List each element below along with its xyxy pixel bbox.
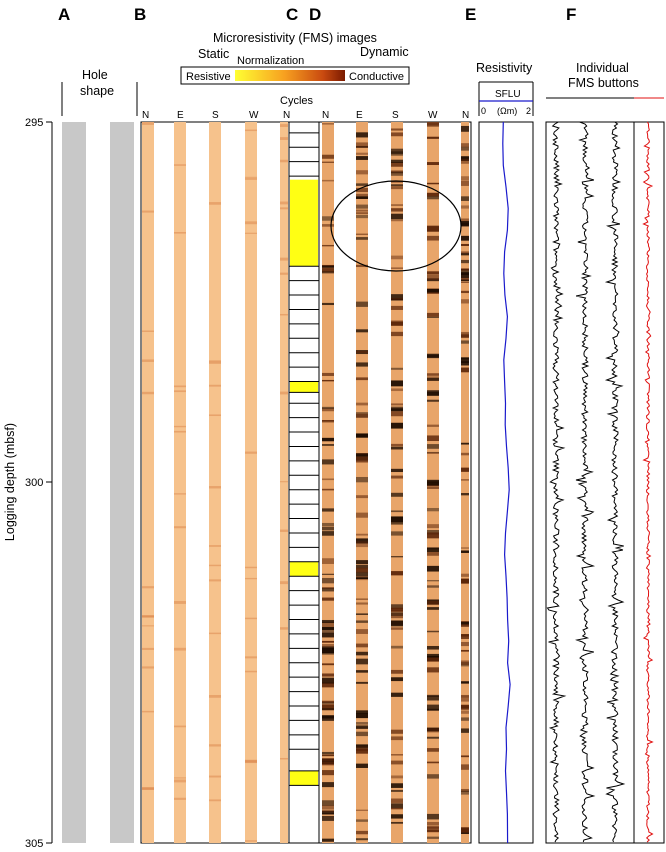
- depth-ticks: [46, 121, 52, 844]
- static-pad-5: [280, 122, 288, 843]
- dynamic-compass-n2: N: [462, 110, 469, 121]
- cycle-yellow-4: [290, 770, 318, 786]
- dynamic-compass-w: W: [428, 110, 438, 121]
- sflu-curve: [502, 121, 511, 844]
- static-compass-w: W: [249, 110, 259, 121]
- panel-letter-a: A: [58, 5, 70, 24]
- static-pad-1: [142, 122, 154, 843]
- cycle-yellow-3: [290, 561, 318, 577]
- resistivity-title: Resistivity: [476, 61, 533, 75]
- panel-letter-e: E: [465, 5, 476, 24]
- static-pad-4: [245, 122, 257, 843]
- panel-letter-b: B: [134, 5, 146, 24]
- fms-buttons-panel-frame: [545, 121, 665, 844]
- depth-tick-305: 305: [25, 838, 43, 850]
- dynamic-pad-5: [461, 122, 469, 843]
- fms-buttons-title-1: Individual: [576, 61, 629, 75]
- dynamic-compass: N E S W N: [322, 110, 469, 121]
- static-pad-2: [174, 122, 186, 843]
- dynamic-label: Dynamic: [360, 45, 409, 59]
- dynamic-image-panel: [318, 121, 472, 844]
- static-pads: [142, 122, 288, 843]
- sflu-scale-unit: (Ωm): [497, 106, 517, 116]
- resistivity-panel: [478, 121, 534, 844]
- fms-button-trace-red: [642, 121, 654, 843]
- hole-shape-title-1: Hole: [82, 68, 108, 82]
- cycles-panel: [288, 121, 320, 844]
- fms-buttons-title-2: FMS buttons: [568, 76, 639, 90]
- hole-shape-panel: [62, 122, 134, 843]
- panel-letter-d: D: [309, 5, 321, 24]
- dynamic-pads: [322, 122, 469, 843]
- normalization-label: Normalization: [237, 55, 304, 67]
- static-compass-n2: N: [283, 110, 290, 121]
- depth-axis-label: Logging depth (mbsf): [3, 423, 17, 541]
- depth-tick-295: 295: [25, 117, 43, 129]
- dynamic-pad-3: [391, 122, 403, 843]
- static-compass: N E S W N: [142, 110, 290, 121]
- conductive-label: Conductive: [349, 71, 404, 83]
- depth-tick-300: 300: [25, 477, 43, 489]
- fms-buttons-panel: [545, 121, 665, 844]
- hole-shape-right-pad: [110, 122, 134, 843]
- resistive-label: Resistive: [186, 71, 231, 83]
- static-image-panel: [140, 121, 290, 844]
- panel-letter-c: C: [286, 5, 298, 24]
- sflu-label: SFLU: [495, 89, 521, 100]
- hole-shape-left-pad: [62, 122, 86, 843]
- fms-button-trace-2: [575, 121, 596, 843]
- fms-images-title: Microresistivity (FMS) images: [213, 31, 377, 45]
- hole-shape-title-2: shape: [80, 84, 114, 98]
- dynamic-compass-e: E: [356, 110, 363, 121]
- sflu-scale-min: 0: [481, 106, 486, 116]
- fms-button-trace-1: [546, 121, 567, 843]
- cycle-yellow-1: [290, 179, 318, 267]
- normalization-scale-bar: [235, 70, 345, 81]
- panel-letter-f: F: [566, 5, 576, 24]
- static-label: Static: [198, 47, 229, 61]
- highlight-ellipse: [330, 180, 462, 272]
- cycle-yellow-2: [290, 381, 318, 393]
- sflu-scale-max: 2: [526, 106, 531, 116]
- static-compass-n1: N: [142, 110, 149, 121]
- cycles-label: Cycles: [280, 95, 314, 107]
- static-compass-s: S: [212, 110, 219, 121]
- fms-button-trace-3: [604, 121, 626, 843]
- static-compass-e: E: [177, 110, 184, 121]
- cycle-boundary-lines: [289, 132, 319, 786]
- dynamic-pad-1: [322, 122, 334, 843]
- dynamic-compass-s: S: [392, 110, 399, 121]
- dynamic-compass-n1: N: [322, 110, 329, 121]
- cycle-yellow-fills: [290, 179, 318, 786]
- static-pad-3: [209, 122, 221, 843]
